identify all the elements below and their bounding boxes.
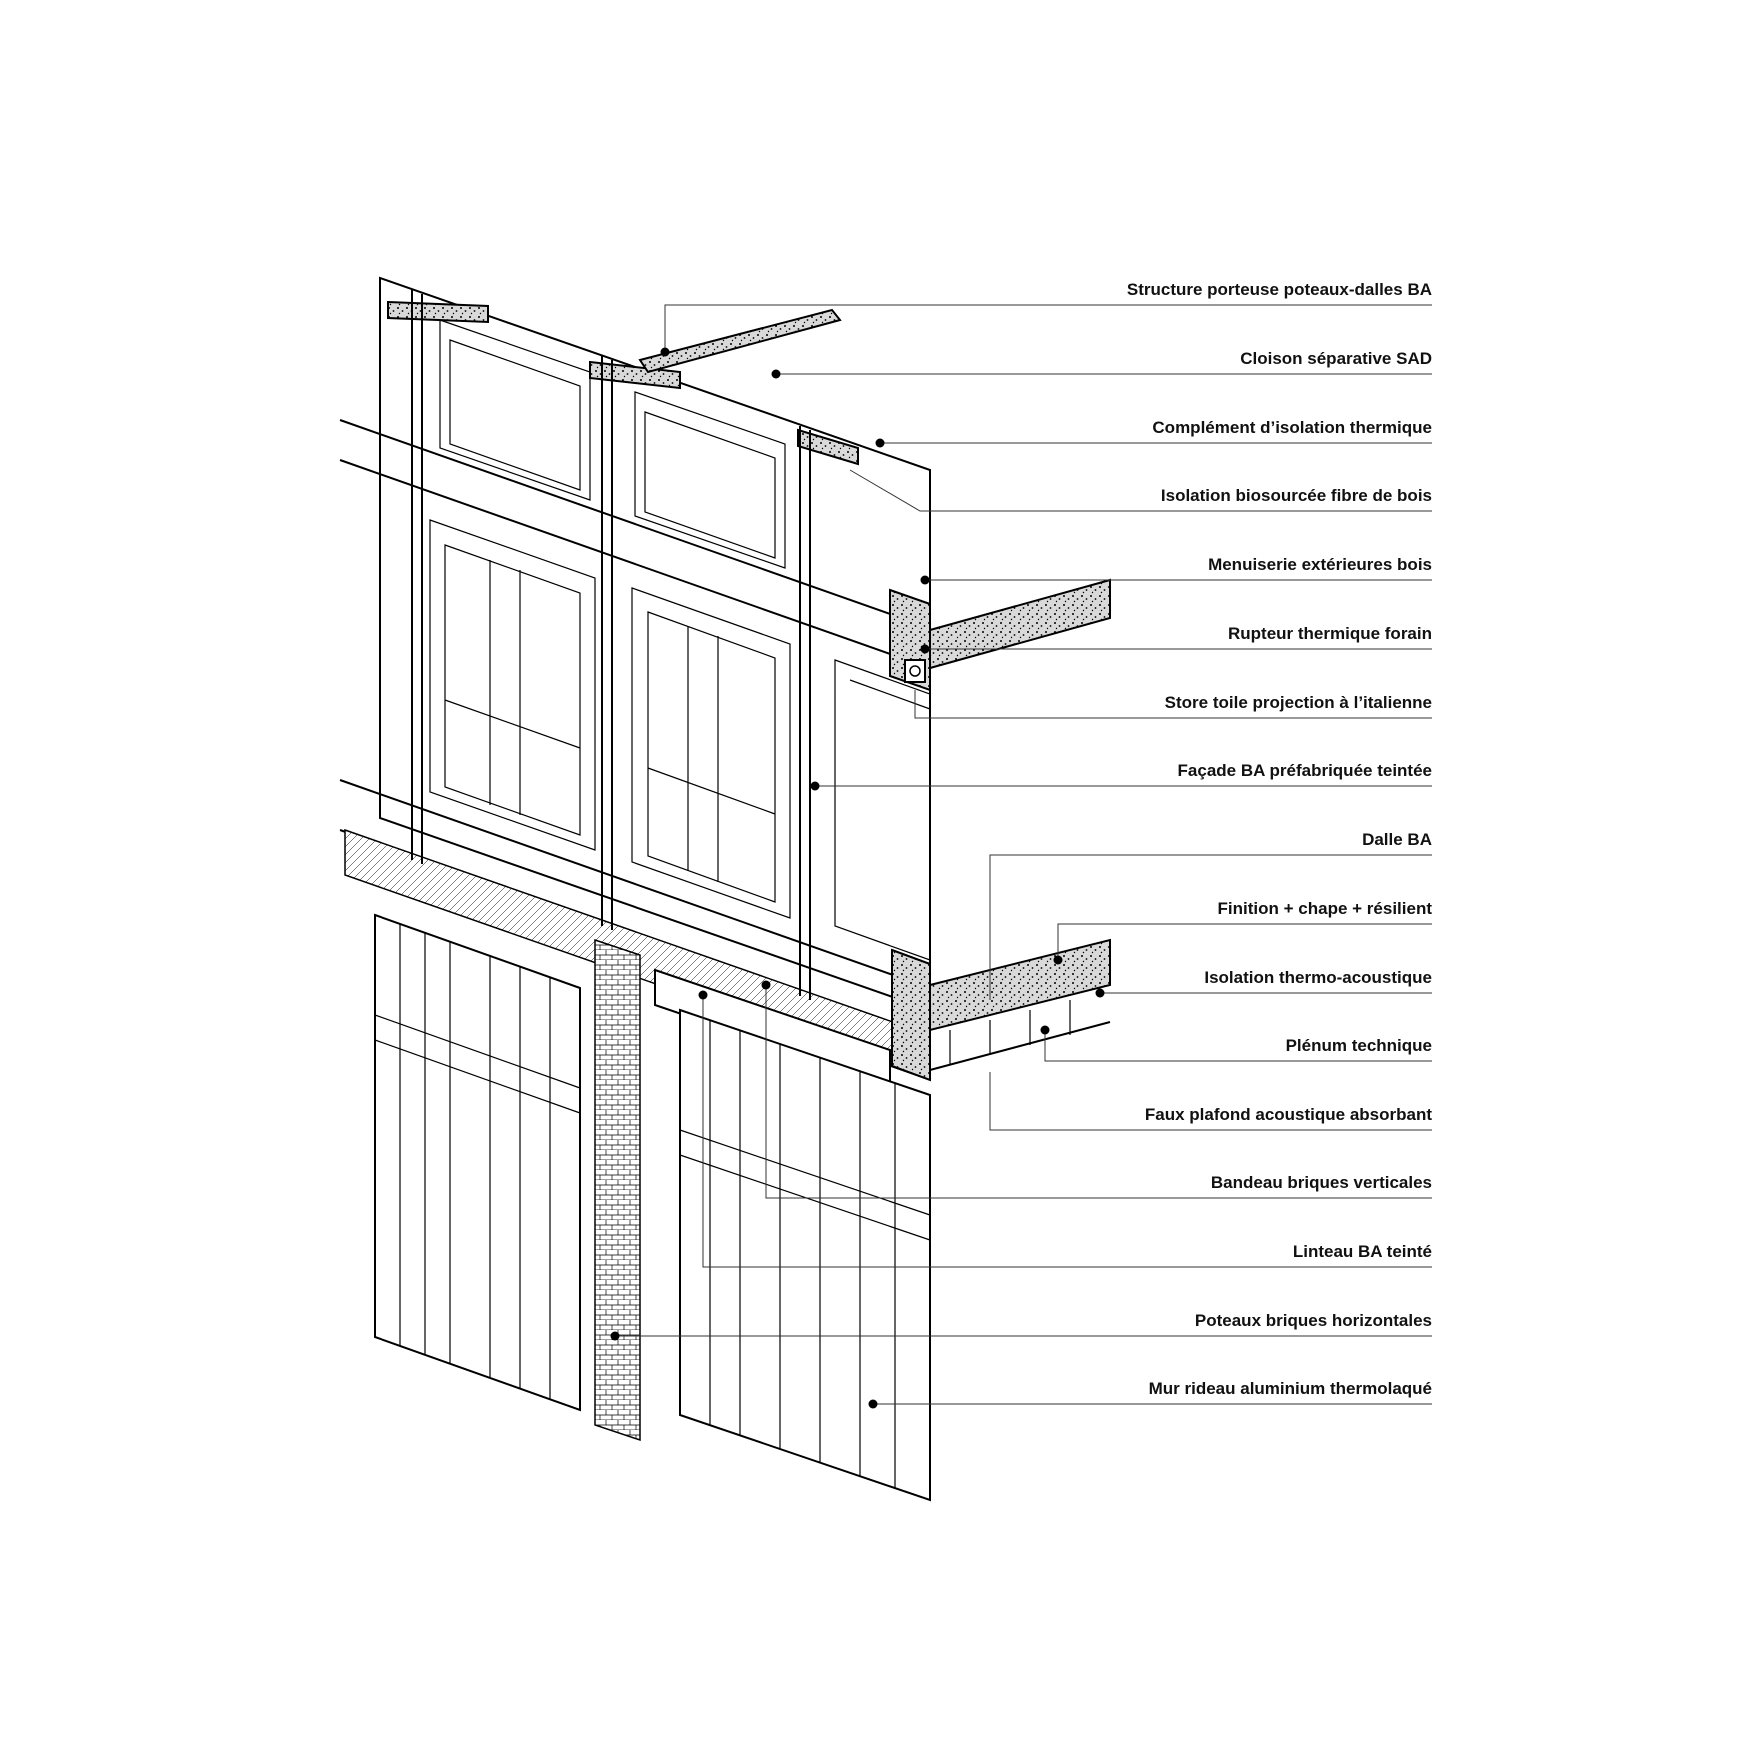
leader-3 [849,469,1432,512]
label-isolation-biosourcee: Isolation biosourcée fibre de bois [1161,486,1432,505]
label-store-toile: Store toile projection à l’italienne [1165,693,1432,712]
leader-dot [920,575,930,585]
curtain-wall-left [374,913,581,1412]
leader-9 [1057,923,1432,960]
leader-dot [868,1399,878,1409]
lower-slab-section [891,948,931,1082]
curtain-wall-right [679,1008,931,1502]
leader-dot [771,369,781,379]
label-cloison-separative: Cloison séparative SAD [1240,349,1432,368]
suspended-ceiling [929,1021,1111,1071]
leader-dot [610,1331,620,1341]
label-rupteur-thermique: Rupteur thermique forain [1228,624,1432,643]
label-linteau-ba: Linteau BA teinté [1293,1242,1432,1261]
leader-dots [610,347,1105,1409]
label-menuiserie: Menuiserie extérieures bois [1208,555,1432,574]
leader-dot [761,980,771,990]
leader-dot [920,644,930,654]
label-facade-ba: Façade BA préfabriquée teintée [1178,761,1432,780]
leader-lines [615,304,1432,1405]
label-faux-plafond: Faux plafond acoustique absorbant [1145,1105,1432,1124]
store-box [904,659,926,683]
leader-14 [702,995,1432,1268]
leader-dot [660,347,670,357]
brick-pillar [594,938,641,1442]
label-dalle-ba: Dalle BA [1362,830,1432,849]
leader-dot [810,781,820,791]
leader-11 [1044,1030,1432,1062]
label-poteaux-briques: Poteaux briques horizontales [1195,1311,1432,1330]
label-isolation-thermo-acoustique: Isolation thermo-acoustique [1204,968,1432,987]
partition-wall [638,308,842,374]
leader-dot [1095,988,1105,998]
facade-drawing [339,276,1111,1502]
window-lower-2 [631,587,791,919]
leader-dot [1040,1025,1050,1035]
leader-dot [875,438,885,448]
window-lower-1 [429,519,596,851]
leader-0 [664,304,1432,352]
window-lower-3 [834,659,931,961]
leader-dot [1053,955,1063,965]
label-complement-isolation: Complément d’isolation thermique [1152,418,1432,437]
label-finition-chape: Finition + chape + résilient [1218,899,1433,918]
leader-dot [698,990,708,1000]
top-insulation-cap [387,300,489,324]
label-column: Structure porteuse poteaux-dalles BA Clo… [1127,280,1432,1398]
lower-floor-finish [929,938,1111,1032]
label-bandeau-briques: Bandeau briques verticales [1211,1173,1432,1192]
leader-12 [989,1072,1432,1131]
leader-8 [989,854,1432,1000]
label-structure-porteuse: Structure porteuse poteaux-dalles BA [1127,280,1432,299]
label-mur-rideau: Mur rideau aluminium thermolaqué [1149,1379,1432,1398]
window-upper-2 [634,391,786,569]
window-upper-1 [439,319,591,501]
upper-balcony-slab [929,578,1111,670]
leader-6 [914,690,1432,719]
leader-13 [765,985,1432,1199]
label-plenum-technique: Plénum technique [1286,1036,1432,1055]
